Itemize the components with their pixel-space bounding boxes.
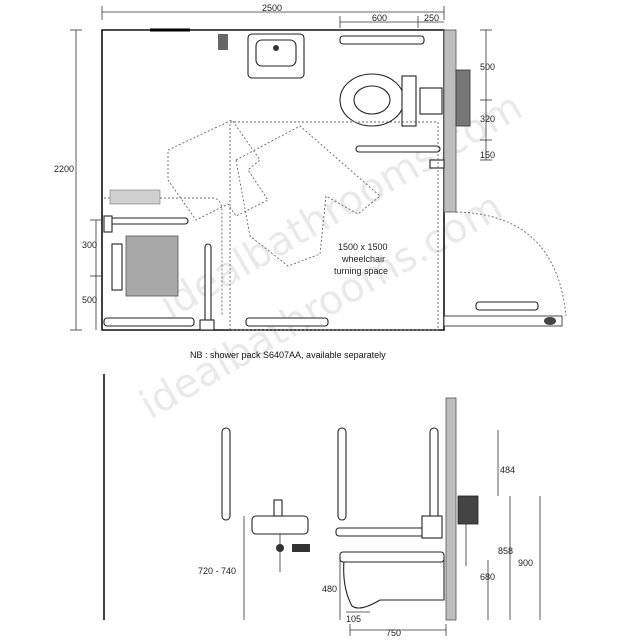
- plan-wheelchair-outline-1: [167, 119, 269, 221]
- elev-basin-valve: [292, 544, 310, 552]
- dim-480: 480: [322, 584, 337, 594]
- dim-600: 600: [372, 13, 387, 23]
- elev-rail-2: [337, 427, 347, 521]
- plan-vertical-rail-base: [199, 319, 215, 331]
- shower-pack-note: NB : shower pack S6407AA, available sepa…: [190, 350, 386, 360]
- elev-wc-pan: [343, 559, 445, 609]
- elevation-view: 484 858 900 680 720 - 740 480 105 750: [103, 374, 541, 638]
- elev-basin-tap: [273, 499, 283, 517]
- plan-door-grab-rail: [475, 301, 539, 311]
- plan-shower-seat-hinge: [111, 243, 123, 291]
- plan-top-grab-rail: [339, 35, 425, 45]
- turning-label-3: turning space: [334, 266, 388, 276]
- plan-rail-bracket: [429, 159, 445, 169]
- plan-vertical-rail: [204, 243, 212, 325]
- elev-rail-bracket: [421, 515, 443, 539]
- plan-wheelchair-outline-2: [235, 125, 381, 267]
- elev-rail-1: [221, 427, 231, 521]
- plan-shower-rail-end: [103, 215, 113, 233]
- plan-room-outline: [101, 29, 445, 331]
- plan-shower-curtain: [109, 189, 161, 205]
- plan-door-frame: [443, 315, 563, 327]
- plan-bottom-grab-rail-mid: [245, 317, 329, 327]
- turning-label-2: wheelchair: [341, 254, 385, 264]
- plan-right-wall-panel: [443, 29, 457, 213]
- plan-turning-space: [229, 121, 439, 331]
- elev-basin-waste: [276, 544, 284, 552]
- dim-width-total: 2500: [262, 3, 282, 13]
- dim-300: 300: [82, 240, 97, 250]
- dim-250: 250: [424, 13, 439, 23]
- plan-shower-curtain-track: [104, 197, 223, 316]
- dim-500-top: 500: [480, 62, 495, 72]
- plan-basin-tap: [273, 45, 279, 51]
- plan-shower-grab-rail: [103, 217, 189, 225]
- plan-view: 2500 600 250 2200 300 500 500 320 150: [54, 3, 567, 331]
- plan-hinged-rail: [355, 145, 441, 153]
- elev-wc-seat: [339, 551, 445, 563]
- plan-shower-seat: [125, 235, 179, 297]
- plan-grab-rail-stub: [218, 34, 228, 50]
- plan-basin-bowl: [255, 39, 297, 67]
- plan-wc-cistern: [401, 75, 417, 127]
- dim-900: 900: [518, 558, 533, 568]
- plan-wc-flush: [419, 87, 443, 115]
- dim-150: 150: [480, 150, 495, 160]
- elev-rail-3: [429, 427, 439, 521]
- dim-858: 858: [498, 546, 513, 556]
- dim-750: 750: [386, 628, 401, 638]
- dim-320: 320: [480, 114, 495, 124]
- plan-flush-panel: [455, 69, 471, 127]
- elev-flush-panel: [457, 495, 479, 525]
- elev-basin: [251, 515, 309, 535]
- plan-bottom-grab-rail-left: [103, 317, 195, 327]
- elev-hinged-rail: [335, 527, 437, 537]
- elev-right-wall: [445, 397, 457, 621]
- turning-label-1: 1500 x 1500: [338, 242, 388, 252]
- plan-door-handle: [544, 317, 556, 325]
- dim-720-740: 720 - 740: [198, 566, 236, 576]
- dim-680: 680: [480, 572, 495, 582]
- dim-500-left: 500: [82, 295, 97, 305]
- dim-105: 105: [346, 614, 361, 624]
- plan-wc-bowl: [353, 85, 391, 115]
- dim-484: 484: [500, 465, 515, 475]
- dim-height-total: 2200: [54, 164, 74, 174]
